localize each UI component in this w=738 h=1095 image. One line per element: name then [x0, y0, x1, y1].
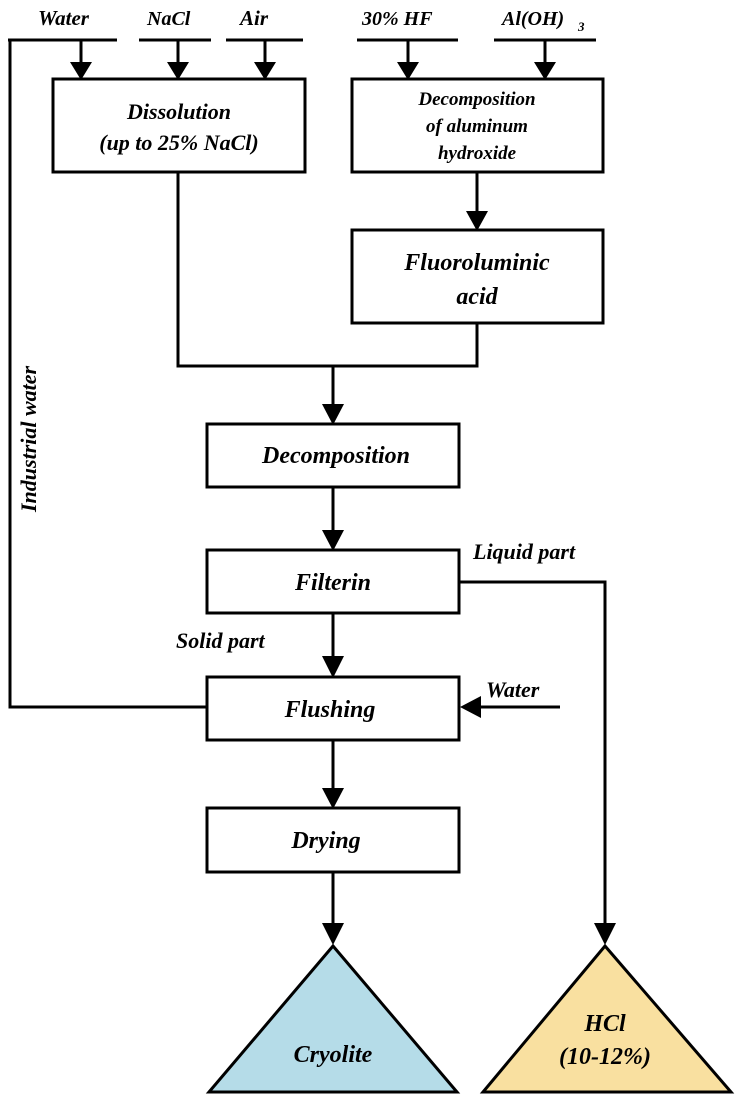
arrow-down-icon — [466, 211, 488, 231]
svg-text:(10-12%): (10-12%) — [559, 1044, 651, 1070]
svg-text:Al(OH): Al(OH) — [500, 8, 564, 30]
arrow-down-icon — [70, 62, 92, 80]
filtering-box: Filterin — [205, 548, 461, 615]
svg-text:Decomposition: Decomposition — [261, 443, 410, 469]
arrow-down-icon — [322, 404, 344, 425]
svg-text:Decomposition: Decomposition — [417, 89, 535, 110]
drying-box: Drying — [205, 806, 461, 874]
arrow-down-icon — [594, 923, 616, 945]
arrow-left-icon — [460, 696, 481, 718]
merge-line — [176, 172, 479, 368]
industrial-water-label: Industrial water — [16, 365, 41, 513]
arrow-down-icon — [534, 62, 556, 80]
svg-text:acid: acid — [456, 284, 498, 310]
fluoroluminic-acid-box: Fluoroluminic acid — [350, 228, 605, 325]
arrow-down-icon — [322, 656, 344, 678]
svg-text:HCl: HCl — [583, 1011, 626, 1037]
flushing-box: Flushing — [205, 675, 461, 742]
liquid-part-label: Liquid part — [472, 539, 576, 564]
liquid-part-line — [459, 580, 607, 925]
cryolite-product: Cryolite — [205, 943, 461, 1094]
svg-text:Flushing: Flushing — [284, 697, 376, 723]
industrial-water-line — [8, 38, 207, 709]
arrow-down-icon — [254, 62, 276, 80]
svg-text:Dissolution: Dissolution — [126, 99, 231, 124]
water-input-label: Water — [38, 6, 90, 30]
hf-input-label: 30% HF — [361, 8, 433, 30]
arrow-down-icon — [322, 923, 344, 945]
svg-text:Filterin: Filterin — [294, 570, 371, 596]
svg-text:of aluminum: of aluminum — [426, 116, 528, 137]
svg-text:(up to 25% NaCl): (up to 25% NaCl) — [99, 130, 259, 155]
arrow-down-icon — [322, 530, 344, 551]
solid-part-label: Solid part — [176, 628, 266, 653]
svg-text:Fluoroluminic: Fluoroluminic — [403, 250, 550, 276]
air-input-label: Air — [238, 6, 269, 30]
hcl-product: HCl (10-12%) — [479, 943, 735, 1094]
aloh3-input-label: Al(OH) 3 — [500, 8, 585, 34]
water-flush-label: Water — [486, 677, 540, 702]
arrow-down-icon — [322, 788, 344, 809]
svg-text:Drying: Drying — [290, 828, 360, 854]
svg-text:hydroxide: hydroxide — [438, 143, 517, 164]
svg-text:3: 3 — [577, 19, 585, 34]
dissolution-box: Dissolution (up to 25% NaCl) — [51, 77, 307, 174]
arrow-down-icon — [167, 62, 189, 80]
decomposition-box: Decomposition — [205, 422, 461, 489]
decomposition-aluminum-hydroxide-box: Decomposition of aluminum hydroxide — [350, 77, 605, 174]
arrow-down-icon — [397, 62, 419, 80]
svg-text:Cryolite: Cryolite — [294, 1042, 373, 1068]
nacl-input-label: NaCl — [146, 8, 191, 30]
